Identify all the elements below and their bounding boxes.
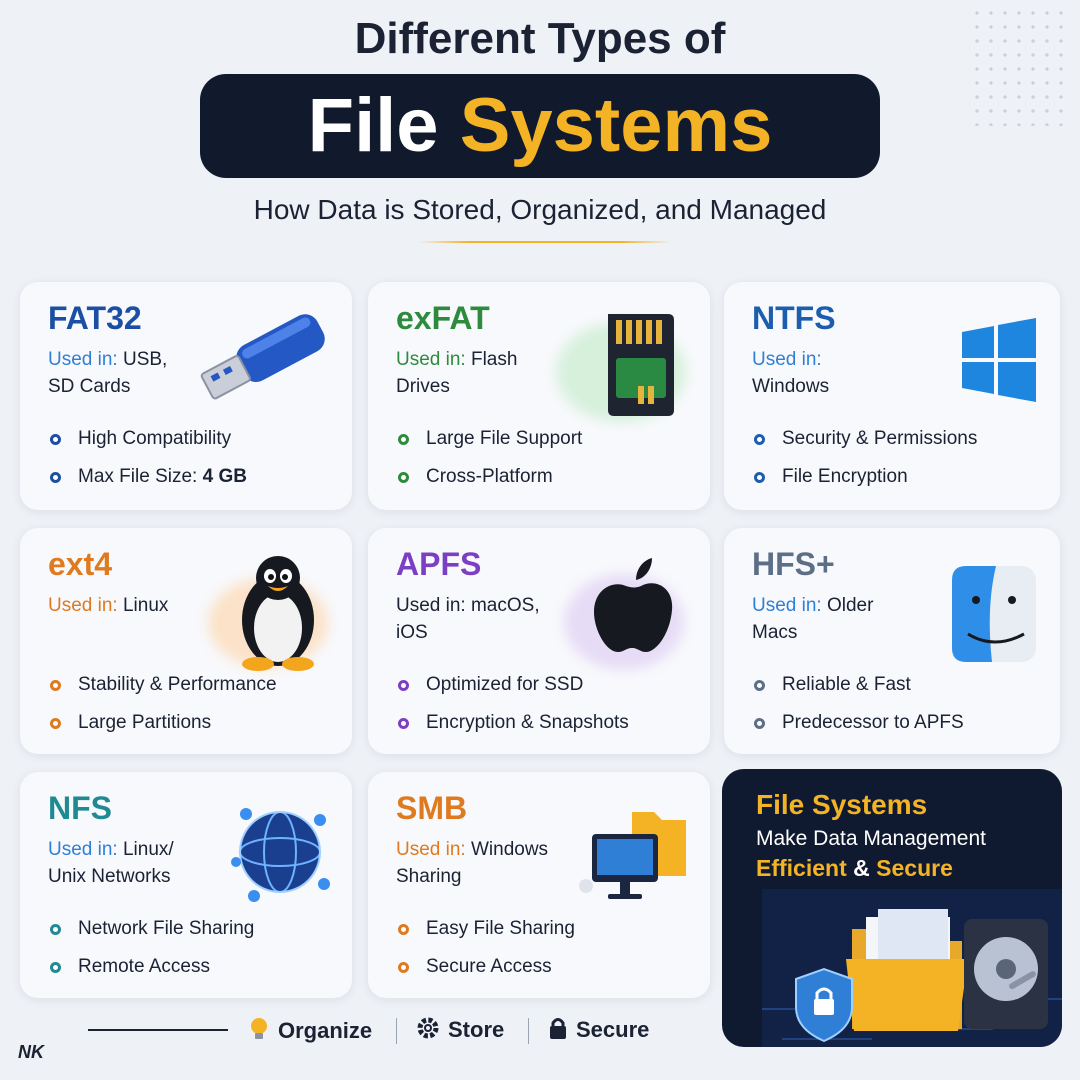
network-globe-icon [188,792,338,912]
card-hfsplus: HFS+ Used in: Older Macs Reliable & Fast… [724,528,1060,754]
feature-item: Encryption & Snapshots [396,711,629,749]
feature-item: Reliable & Fast [752,673,964,711]
footer-item-secure: Secure [548,1016,649,1046]
feature-item: Cross-Platform [396,465,582,503]
feature-item: Remote Access [48,955,254,993]
card-features: Large File Support Cross-Platform [396,427,582,503]
feature-item: Max File Size: 4 GB [48,465,247,503]
feature-item: Predecessor to APFS [752,711,964,749]
feature-item: Optimized for SSD [396,673,629,711]
sd-card-icon [546,302,696,422]
card-used-in: Used in: Linux [48,595,169,616]
card-title: SMB [396,790,468,826]
title-banner: File Systems [200,74,880,178]
footer-divider [88,1029,228,1031]
shared-folder-computer-icon [546,792,696,912]
feature-item: File Encryption [752,465,977,503]
finder-icon [896,548,1046,668]
promo-illustration [762,889,1062,1047]
feature-item: Easy File Sharing [396,917,575,955]
card-title: exFAT [396,300,490,336]
subtitle: How Data is Stored, Organized, and Manag… [253,194,827,225]
card-ntfs: NTFS Used in: Windows Security & Permiss… [724,282,1060,510]
card-used-in: Used in: Windows [752,349,830,397]
decorative-dots [970,6,1070,126]
gear-icon [416,1016,440,1046]
promo-card: File Systems Make Data Management Effici… [722,769,1062,1047]
card-title: HFS+ [752,546,835,582]
footer-item-organize: Organize [248,1016,372,1048]
feature-item: Large Partitions [48,711,277,749]
usb-drive-icon [188,302,338,422]
card-title: NFS [48,790,112,826]
card-features: Network File Sharing Remote Access [48,917,254,993]
card-used-in: Used in: Older Macs [752,595,874,643]
card-title: FAT32 [48,300,142,336]
card-used-in: Used in: Linux/ Unix Networks [48,839,174,887]
card-used-in: Used in: USB, SD Cards [48,349,168,397]
promo-line: Make Data Management [756,827,986,850]
footer-item-store: Store [416,1016,504,1046]
card-features: Stability & Performance Large Partitions [48,673,277,749]
card-features: Optimized for SSD Encryption & Snapshots [396,673,629,749]
card-used-in: Used in: Windows Sharing [396,839,549,887]
card-used-in: Used in: Flash Drives [396,349,518,397]
card-features: Easy File Sharing Secure Access [396,917,575,993]
title-word-file: File [307,83,439,168]
feature-item: Network File Sharing [48,917,254,955]
author-signature: NK [18,1042,44,1062]
card-used-in: Used in: macOS, iOS [396,595,540,643]
windows-logo-icon [896,302,1046,422]
footer-separator [396,1018,397,1044]
promo-emphasis: Efficient & Secure [756,855,953,881]
card-fat32: FAT32 Used in: USB, SD Cards High Compat… [20,282,352,510]
feature-item: Security & Permissions [752,427,977,465]
card-apfs: APFS Used in: macOS, iOS Optimized for S… [368,528,710,754]
card-features: Security & Permissions File Encryption [752,427,977,503]
card-smb: SMB Used in: Windows Sharing Easy File S… [368,772,710,998]
card-ext4: ext4 Used in: Linux Stability & Performa… [20,528,352,754]
apple-logo-icon [546,548,696,670]
card-features: Reliable & Fast Predecessor to APFS [752,673,964,749]
card-nfs: NFS Used in: Linux/ Unix Networks Networ… [20,772,352,998]
footer-separator [528,1018,529,1044]
lightbulb-icon [248,1016,270,1048]
title-divider [418,241,672,243]
lock-icon [548,1016,568,1046]
card-title: APFS [396,546,482,582]
title-word-systems: Systems [459,83,773,168]
card-title: ext4 [48,546,113,582]
promo-heading: File Systems [756,789,928,820]
feature-item: Stability & Performance [48,673,277,711]
card-features: High Compatibility Max File Size: 4 GB [48,427,247,503]
card-exfat: exFAT Used in: Flash Drives Large File S… [368,282,710,510]
feature-item: Secure Access [396,955,575,993]
feature-item: High Compatibility [48,427,247,465]
feature-item: Large File Support [396,427,582,465]
card-title: NTFS [752,300,836,336]
page-title-line1: Different Types of [354,14,726,63]
linux-penguin-icon [188,548,338,671]
